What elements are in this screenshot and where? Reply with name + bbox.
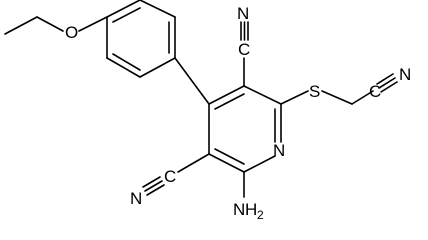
bond-o-aryl bbox=[78, 16, 108, 32]
atom-label-oxygen: O bbox=[65, 23, 78, 42]
triple-bond-right-c bbox=[380, 81, 398, 93]
atom-label-nitrile-c-right: C bbox=[369, 82, 381, 101]
bond-c5-cn bbox=[177, 153, 210, 173]
bond-ch2-c bbox=[351, 90, 374, 105]
atom-label-nitrile-c-top: C bbox=[238, 40, 250, 59]
phenyl-bond-1 bbox=[106, 0, 141, 18]
bond-ch2-o bbox=[36, 16, 64, 32]
triple-bond-left-c bbox=[146, 184, 165, 196]
phenyl-bond-2 bbox=[139, 0, 176, 18]
bond-s-ch2 bbox=[321, 90, 353, 105]
pyridine-bond-c4-c3 bbox=[208, 85, 245, 105]
pyridine-double-1 bbox=[214, 93, 245, 110]
phenyl-bond-5 bbox=[106, 57, 141, 78]
triple-bond-left-a bbox=[142, 176, 161, 188]
phenyl-double-3 bbox=[112, 53, 141, 71]
phenyl-bond-4 bbox=[139, 57, 176, 78]
cyanomethylthio-group bbox=[280, 73, 398, 105]
atom-label-nitrile-n-left: N bbox=[130, 189, 142, 208]
pyridine-double-3 bbox=[214, 148, 245, 165]
pyridine-bond-c6-c5 bbox=[208, 153, 245, 173]
triple-bond-right-a bbox=[376, 73, 394, 85]
ethoxy-group bbox=[4, 16, 108, 35]
atom-label-nitrile-n-top: N bbox=[237, 4, 249, 23]
triple-bond-left-b bbox=[144, 180, 163, 192]
molecule-drawing: O N S N C N C N C N H 2 bbox=[4, 0, 411, 221]
pyridine-bond-c3-c2 bbox=[243, 85, 282, 105]
bond-c2-s bbox=[280, 90, 309, 105]
pyridine-ring bbox=[208, 85, 282, 173]
atom-label-amino-n: N bbox=[233, 200, 245, 219]
nitrile-top bbox=[240, 21, 249, 87]
atom-label-nitrile-n-right: N bbox=[399, 65, 411, 84]
phenyl-ring bbox=[106, 0, 176, 78]
bond-ch3-ch2 bbox=[4, 16, 38, 35]
atom-label-nitrile-c-left: C bbox=[164, 167, 176, 186]
atom-label-amino-h: H bbox=[245, 200, 257, 219]
nitrile-left bbox=[142, 153, 210, 196]
structure-canvas: O N S N C N C N C N H 2 bbox=[4, 0, 411, 221]
pyridine-bond-n-c6 bbox=[243, 155, 276, 173]
atom-label-sulfur: S bbox=[309, 82, 320, 101]
atom-label-amino-subscript: 2 bbox=[257, 208, 264, 221]
bond-phenyl-pyridine bbox=[174, 57, 210, 105]
phenyl-double-1 bbox=[112, 7, 141, 23]
triple-bond-right-b bbox=[378, 77, 396, 89]
atom-label-ring-nitrogen: N bbox=[273, 141, 285, 160]
